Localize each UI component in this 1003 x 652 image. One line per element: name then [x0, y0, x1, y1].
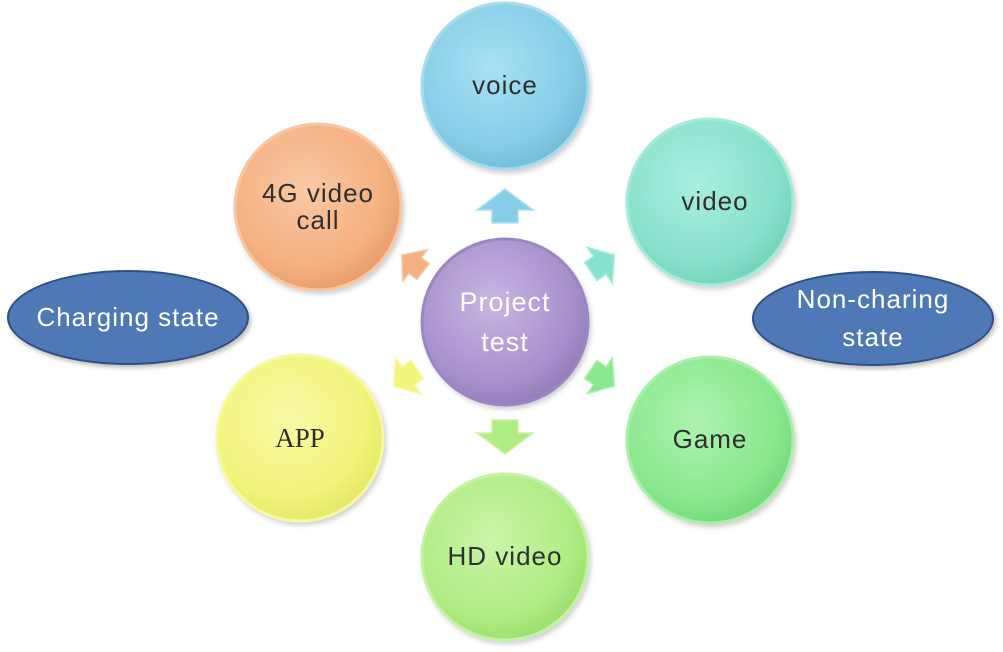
- center-circle: [420, 237, 590, 407]
- game-circle: [625, 355, 795, 525]
- node-game-label: Game: [672, 424, 748, 455]
- arrow-upper-right-icon: [583, 245, 616, 286]
- arrow-up-icon: [474, 188, 536, 224]
- node-4g-video-call-label: 4G video call: [261, 177, 375, 235]
- arrow-upper-left-icon: [400, 248, 431, 284]
- charging-state-oval: Charging state: [7, 270, 249, 365]
- node-voice-label: voice: [472, 70, 538, 101]
- node-video-label: video: [681, 186, 749, 217]
- center-label: Project test: [459, 286, 551, 358]
- voice-circle: [420, 1, 590, 171]
- node-app-label: APP: [275, 422, 325, 453]
- hd-video-circle: [420, 472, 590, 642]
- arrow-lower-right-icon: [583, 355, 616, 396]
- non-charging-state-oval: Non-charing state: [752, 271, 994, 366]
- video-circle: [625, 117, 795, 287]
- arrow-down-icon: [474, 419, 536, 455]
- 4g-video-call-circle: [233, 122, 403, 292]
- app-circle: [215, 353, 385, 523]
- arrow-lower-left-icon: [392, 355, 425, 396]
- node-hd-video-label: HD video: [447, 541, 563, 572]
